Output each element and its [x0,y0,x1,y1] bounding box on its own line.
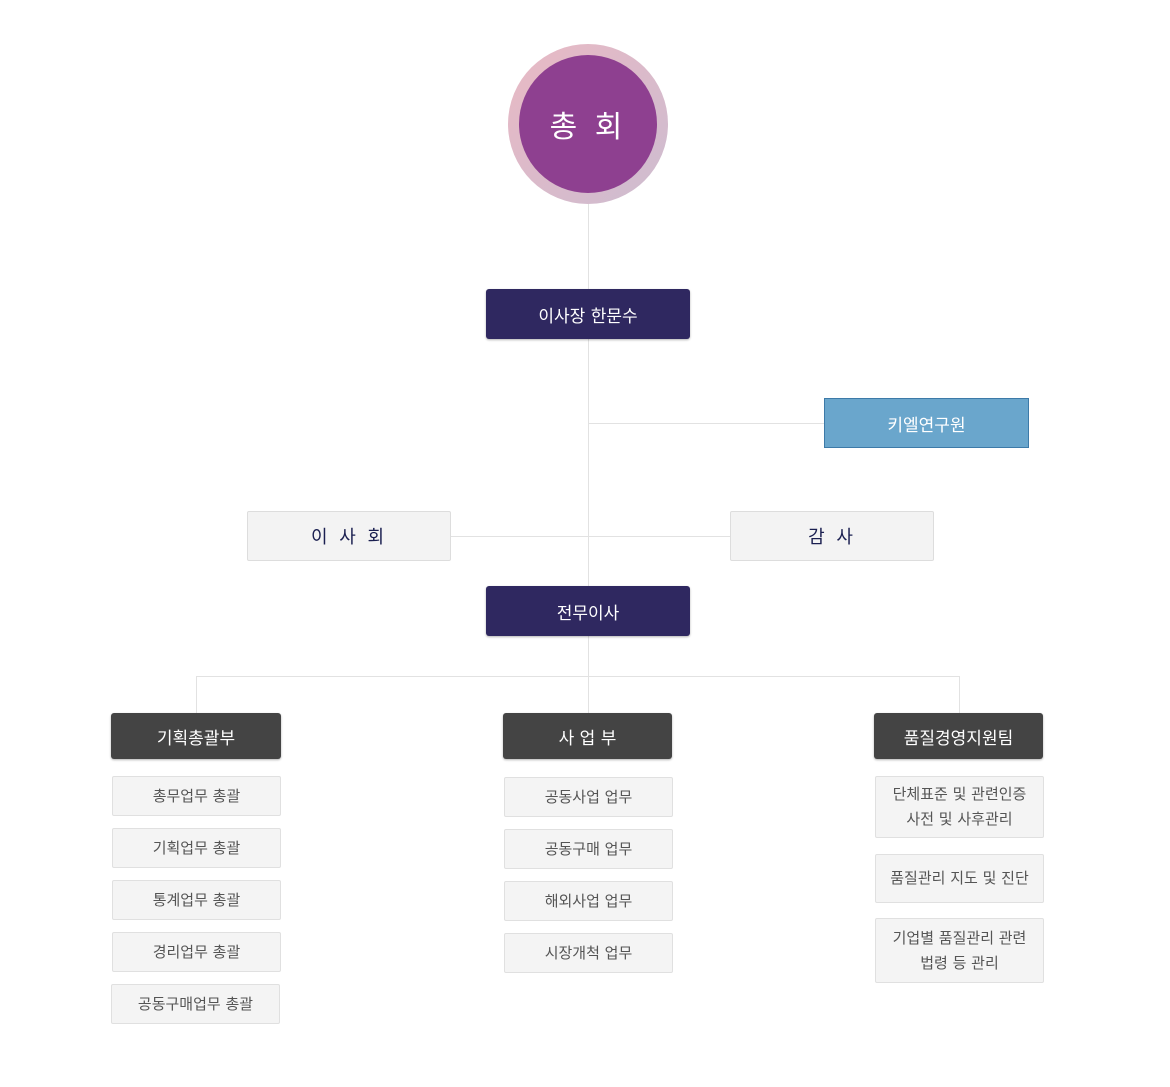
dept-quality: 품질경영지원팀 [874,713,1043,759]
duty-item: 기업별 품질관리 관련 법령 등 관리 [875,918,1044,983]
duty-item: 단체표준 및 관련인증 사전 및 사후관리 [875,776,1044,838]
duty-item: 공동사업 업무 [504,777,673,817]
duty-item: 해외사업 업무 [504,881,673,921]
connector-line [959,676,960,713]
connector-line [588,204,589,713]
duty-item: 기획업무 총괄 [112,828,281,868]
duty-item: 품질관리 지도 및 진단 [875,854,1044,903]
chairman-node: 이사장 한문수 [486,289,690,339]
board-node: 이 사 회 [247,511,451,561]
connector-line [196,676,197,713]
duty-item: 총무업무 총괄 [112,776,281,816]
duty-item: 시장개척 업무 [504,933,673,973]
dept-business: 사 업 부 [503,713,672,759]
institute-node: 키엘연구원 [824,398,1029,448]
connector-line [451,536,730,537]
general-assembly-node: 총 회 [519,55,657,193]
connector-line [196,676,960,677]
duty-item: 공동구매업무 총괄 [111,984,280,1024]
duty-item: 공동구매 업무 [504,829,673,869]
dept-planning: 기획총괄부 [111,713,281,759]
auditor-node: 감 사 [730,511,934,561]
connector-line [588,423,824,424]
duty-item: 통계업무 총괄 [112,880,281,920]
executive-director-node: 전무이사 [486,586,690,636]
duty-item: 경리업무 총괄 [112,932,281,972]
